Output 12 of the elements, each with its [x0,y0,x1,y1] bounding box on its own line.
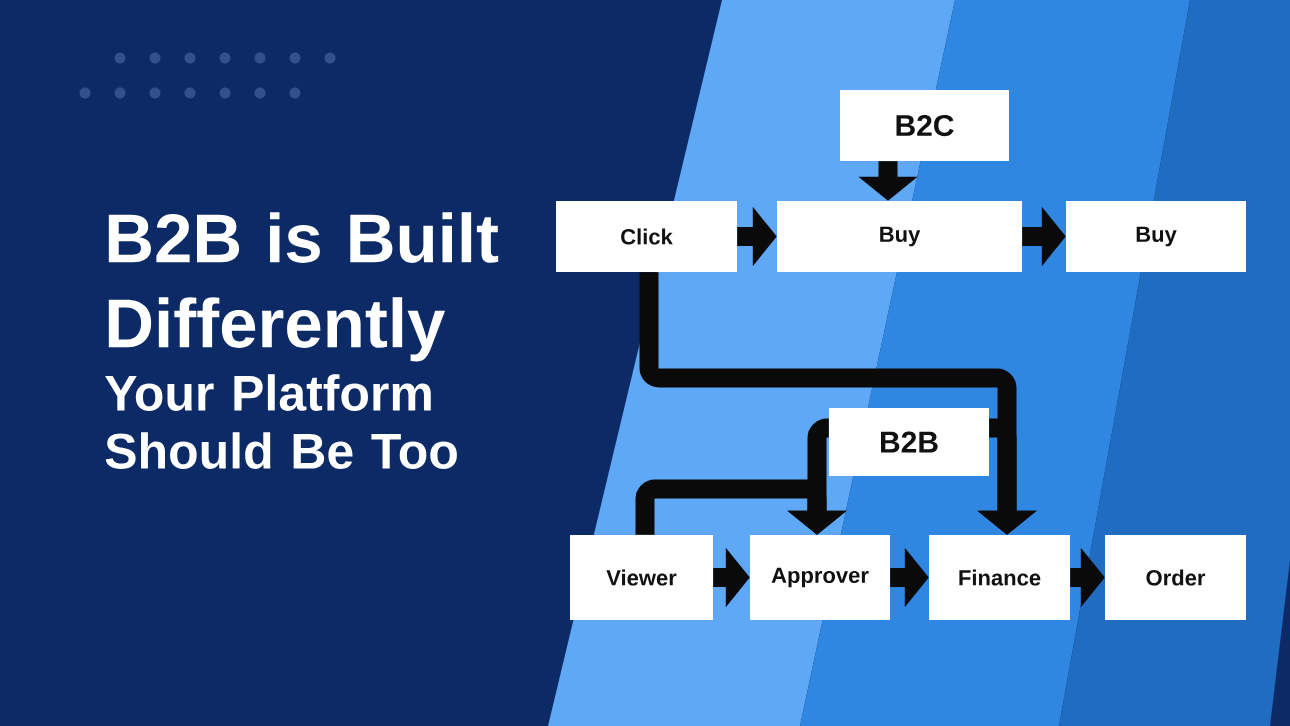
step-box: Approver [750,535,890,620]
step-box: Finance [929,535,1070,620]
step-box: Buy [1066,201,1246,272]
category-box: B2C [840,90,1009,161]
step-box: Buy [777,201,1022,272]
step-box: Click [556,201,737,272]
arrow [635,479,847,535]
step-box: Order [1105,535,1246,620]
step-box: Viewer [570,535,713,620]
category-box: B2B [829,408,989,476]
subtitle: Your Platform Should Be Too [105,374,457,469]
title: B2B is Built Differently [108,212,499,362]
